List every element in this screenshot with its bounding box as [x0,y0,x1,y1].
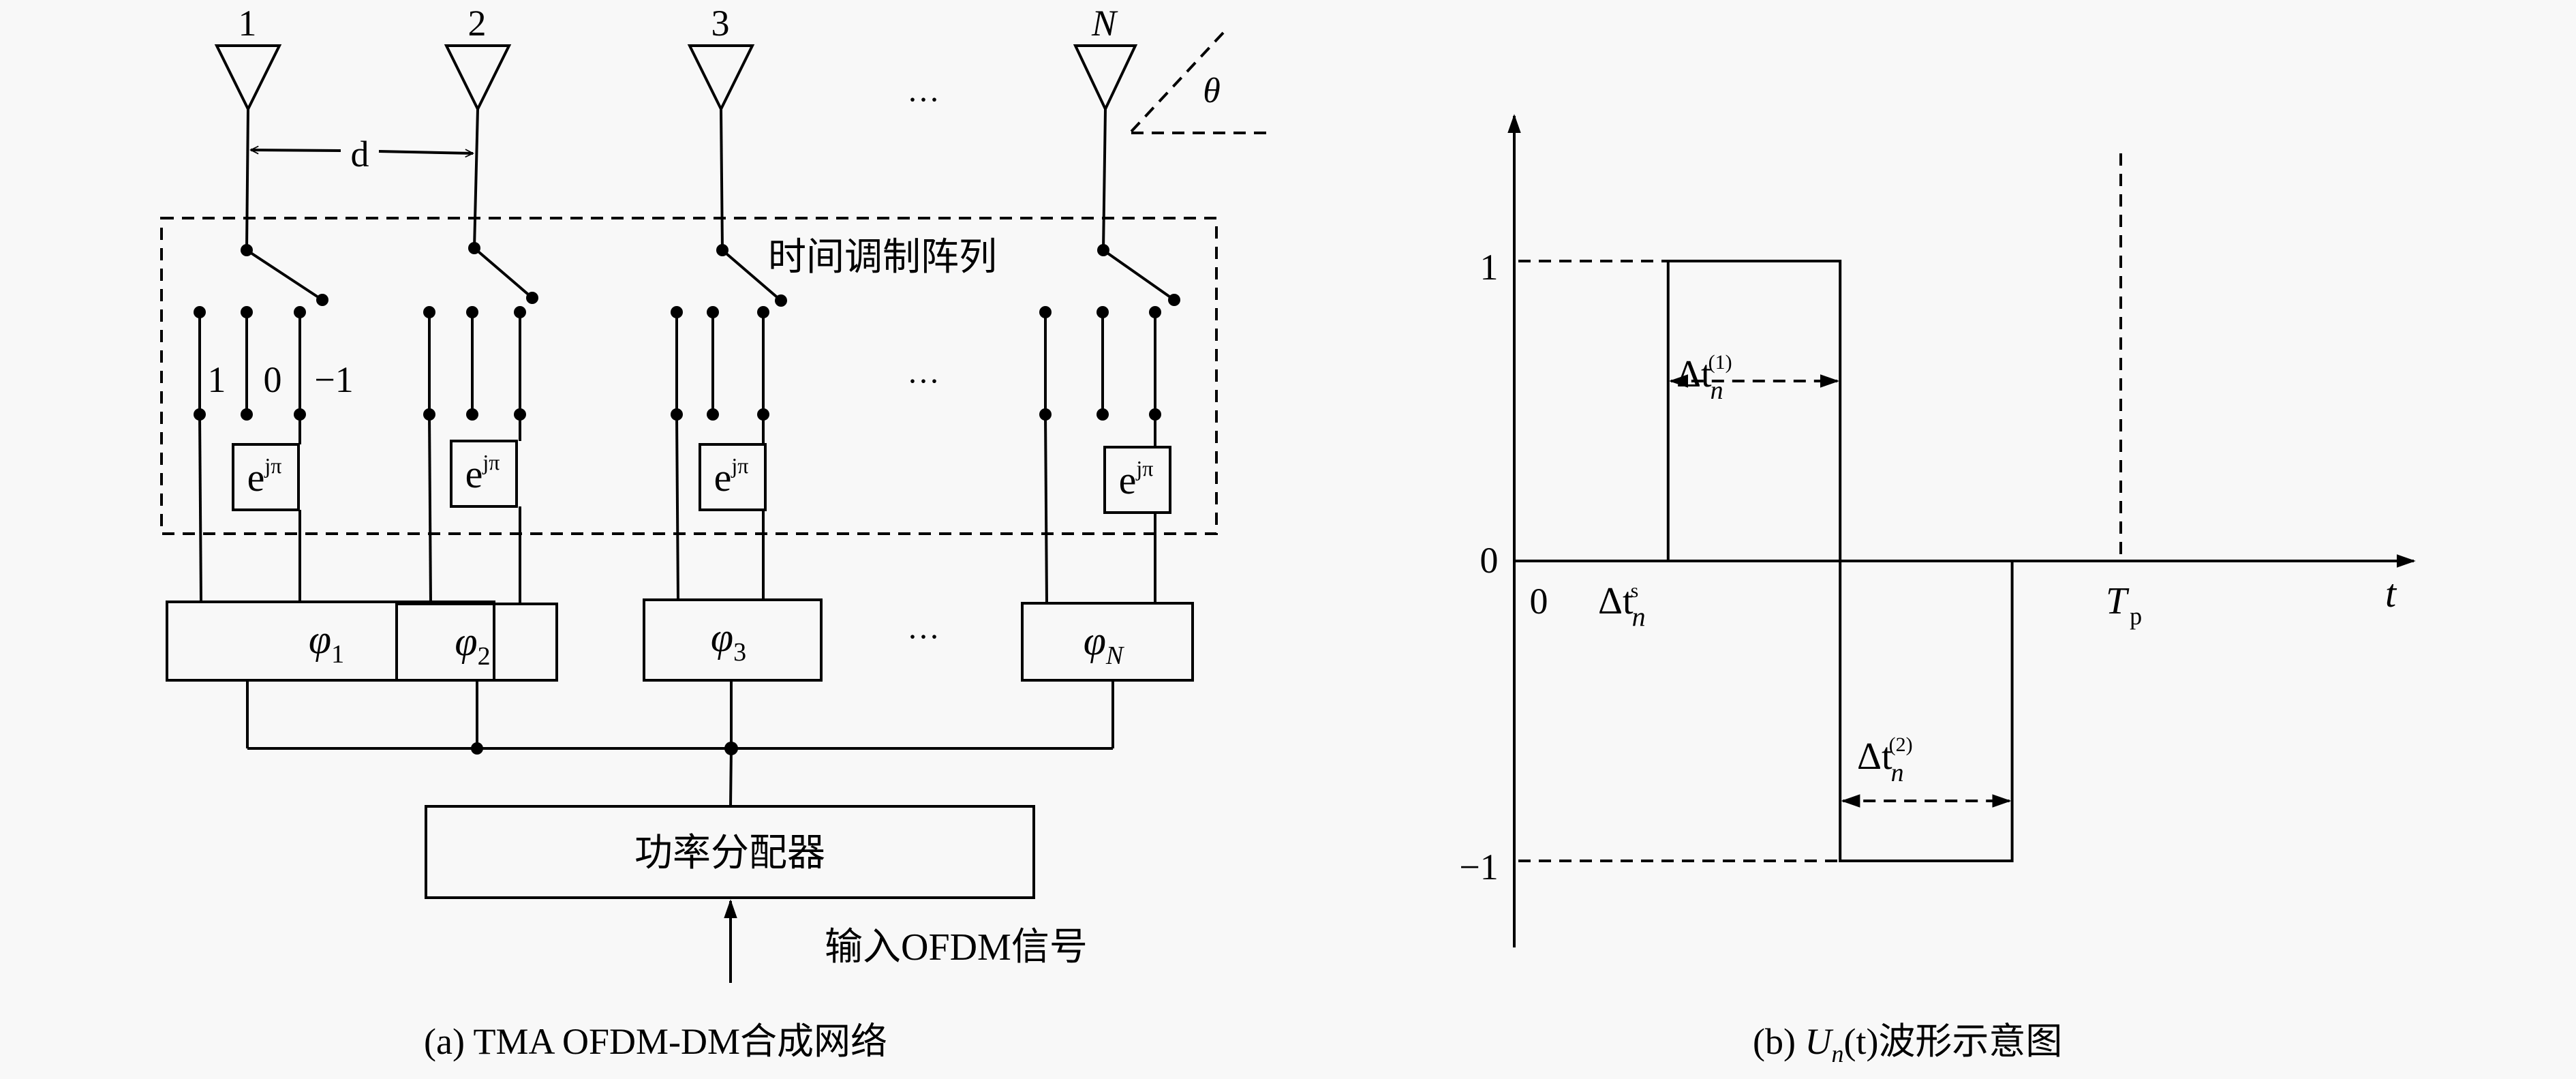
switch-blade [721,249,782,302]
angle-label: θ [1203,72,1221,110]
switch-group: ejπ [671,244,787,601]
switch-contact [707,306,719,318]
antenna-icon [687,44,755,112]
antenna-2: 2 [444,3,512,249]
y-tick-label: 1 [1480,247,1499,288]
switch-contact [1039,306,1052,318]
switch-contact [707,408,719,421]
power-splitter-label: 功率分配器 [634,832,825,875]
phase-shifter-3: φ3 [643,598,823,748]
y-tick-label: 0 [1480,540,1499,581]
switch-contact [1149,306,1161,318]
angle-indicator: θ [1130,31,1268,134]
antenna-1: 1 [214,3,282,251]
phase-shifter-label: φ2 [455,619,490,671]
switch-end [775,294,787,307]
input-label: 输入OFDM信号 [825,926,1088,969]
switch-end [526,292,538,304]
switch-contact [671,306,683,318]
phase-shifter-label: φ1 [309,617,344,669]
ellipsis-switches: ··· [907,363,940,399]
switch-group: ejπ [194,244,328,603]
phase-shifter-1: φ1 [166,601,495,748]
phase-inverter-label: ejπ [714,453,749,500]
switch-pivot [241,244,253,256]
annotation-label-2: Δtn(2) [1857,733,1913,787]
switch-blade [473,247,534,299]
switch-label-plus: 1 [208,359,226,400]
antenna-icon [1073,44,1138,112]
antenna-3: 3 [687,3,755,251]
phase-shifter-label: φN [1084,618,1125,670]
caption-b: (b) Un(t)波形示意图 [1753,1021,2062,1067]
power-splitter-box [425,805,1035,899]
tma-box [160,217,1218,535]
antenna-icon [214,44,282,112]
ellipsis-antennas: ··· [907,82,940,118]
antenna-label: 1 [239,3,257,44]
waveform-line [1514,260,2148,862]
switch-pivot [468,242,480,254]
switch-blade [245,249,324,301]
switch-pivot [716,244,729,256]
phase-inverter-box [232,443,300,511]
antenna-label: 3 [711,3,730,44]
phase-inverter-box [1103,446,1171,514]
x-tick-label-origin: 0 [1530,581,1548,622]
switch-end [1168,294,1180,306]
phase-inverter-label: ejπ [1119,456,1154,502]
antenna-n: N [1073,3,1138,251]
switch-contact [466,306,478,318]
switch-blade [1102,249,1176,301]
antenna-label: 2 [468,3,487,44]
switch-contact [1097,408,1109,421]
switch-contact [466,408,478,421]
switch-group: ejπ [1039,244,1180,604]
switch-contact [423,306,435,318]
chart-marks [1514,153,2148,862]
switch-contact [241,408,253,421]
phase-shifter-label: φ3 [711,615,746,667]
figure-a: 1 2 3 N ··· θ d [160,3,1268,1062]
combiner-bus [247,742,1113,807]
switch-array: ejπ ejπ ejπ ejπ [194,242,1180,605]
switch-label-zero: 0 [264,359,282,400]
switch-label-minus: −1 [314,359,353,400]
phase-inverter-label: ejπ [247,453,282,500]
annotation-label-1: Δtn(1) [1676,351,1732,405]
switch-contact [514,306,526,318]
tma-box-label: 时间调制阵列 [768,237,997,279]
y-tick-label: −1 [1459,847,1498,887]
spacing-indicator: d [251,134,473,174]
switch-contact [294,306,306,318]
switch-contact [1097,306,1109,318]
phase-inverter-label: ejπ [465,450,500,496]
caption-a: (a) TMA OFDM-DM合成网络 [424,1021,887,1062]
antenna-icon [444,44,512,112]
antenna-label: N [1091,3,1118,44]
spacing-label: d [351,134,369,174]
switch-contact [757,306,769,318]
switch-contact [194,306,206,318]
phase-shifter-4: φN [1021,602,1194,748]
phase-inverter-box [450,440,518,508]
phase-inverter-box [699,443,767,511]
phase-shifter-2: φ2 [395,603,558,748]
switch-pivot [1097,244,1109,256]
x-tick-label-start: Δtns [1598,579,1646,632]
switch-contact [241,306,253,318]
switch-group: ejπ [423,242,538,605]
phase-shifters: φ1 φ2 φ3 φN [166,598,1194,748]
switch-end [316,294,328,306]
x-axis-label: t [2385,571,2397,616]
ellipsis-phase: ··· [907,619,940,655]
